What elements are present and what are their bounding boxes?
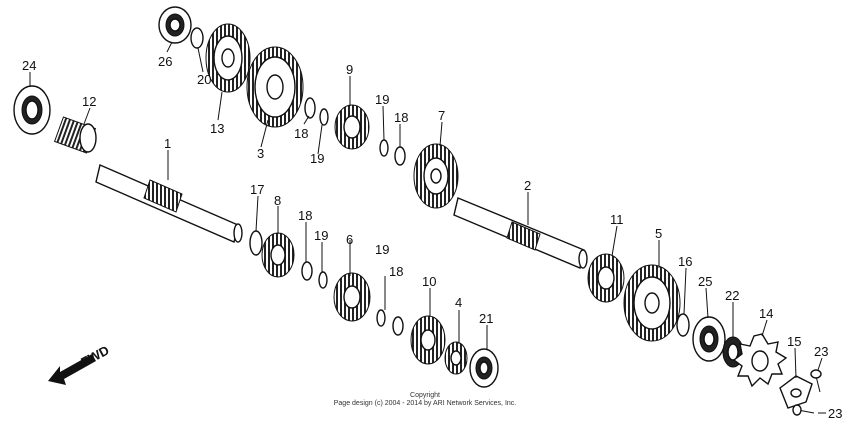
washer-part-17 xyxy=(249,230,263,256)
gear-part-8 xyxy=(261,232,295,278)
callout-19-a: 19 xyxy=(310,151,324,166)
gear-part-6 xyxy=(333,272,371,322)
copyright-line-2: Page design (c) 2004 - 2014 by ARI Netwo… xyxy=(333,400,517,407)
callout-13: 13 xyxy=(210,121,224,136)
gear-part-11 xyxy=(587,253,625,303)
bearing-part-21 xyxy=(469,348,499,388)
callout-15: 15 xyxy=(787,334,801,349)
callout-19-d: 19 xyxy=(375,92,389,107)
washer-part-18-right xyxy=(394,146,406,166)
gear-part-10 xyxy=(410,315,446,365)
callout-labels: 1 2 3 4 5 6 7 8 9 10 11 12 13 14 15 16 1… xyxy=(22,54,842,421)
callout-3: 3 xyxy=(257,146,264,161)
callout-19-b: 19 xyxy=(314,228,328,243)
gear-part-5 xyxy=(623,264,681,342)
callout-18-c: 18 xyxy=(389,264,403,279)
callout-26: 26 xyxy=(158,54,172,69)
callout-10: 10 xyxy=(422,274,436,289)
bearing-part-25 xyxy=(692,316,726,362)
callout-21: 21 xyxy=(479,311,493,326)
callout-6: 6 xyxy=(346,232,353,247)
washer-part-18-low xyxy=(392,316,404,336)
gear-part-3 xyxy=(246,46,304,128)
callout-1: 1 xyxy=(164,136,171,151)
fwd-label: FWD xyxy=(78,343,111,370)
washer-part-18-mid xyxy=(301,261,313,281)
callout-11: 11 xyxy=(610,212,624,227)
bearing-part-24 xyxy=(13,85,51,135)
clip-part-19-low xyxy=(376,309,386,327)
plate-part-15 xyxy=(779,375,813,409)
washer-part-16 xyxy=(676,313,690,337)
clip-part-19-right xyxy=(379,139,389,157)
copyright-line-1: Copyright xyxy=(410,392,440,399)
gear-part-13 xyxy=(205,23,251,93)
clip-part-19-mid xyxy=(318,271,328,289)
callout-25: 25 xyxy=(698,274,712,289)
callout-18-d: 18 xyxy=(394,110,408,125)
callout-7: 7 xyxy=(438,108,445,123)
callout-18-b: 18 xyxy=(298,208,312,223)
callout-12: 12 xyxy=(82,94,96,109)
bearing-part-26 xyxy=(158,6,192,44)
fwd-arrow-icon xyxy=(48,354,96,385)
callout-5: 5 xyxy=(655,226,662,241)
gear-part-12 xyxy=(53,116,97,154)
callout-18-a: 18 xyxy=(294,126,308,141)
callout-23-a: 23 xyxy=(814,344,828,359)
countershaft-part-2 xyxy=(453,197,588,269)
callout-19-c: 19 xyxy=(375,242,389,257)
callout-24: 24 xyxy=(22,58,36,73)
mainshaft-part-1 xyxy=(95,164,243,243)
callout-2: 2 xyxy=(524,178,531,193)
callout-14: 14 xyxy=(759,306,773,321)
gear-part-4 xyxy=(444,341,468,375)
callout-16: 16 xyxy=(678,254,692,269)
washer-part-18-up xyxy=(304,97,316,119)
callout-8: 8 xyxy=(274,193,281,208)
sprocket-part-14 xyxy=(732,333,788,388)
bolt-part-23-lower xyxy=(792,404,815,416)
callout-4: 4 xyxy=(455,295,462,310)
callout-9: 9 xyxy=(346,62,353,77)
gear-part-7 xyxy=(413,143,459,209)
bolt-part-23-upper xyxy=(810,369,822,393)
callout-17: 17 xyxy=(250,182,264,197)
callout-23-b: 23 xyxy=(828,406,842,421)
callout-22: 22 xyxy=(725,288,739,303)
callout-leaders xyxy=(29,41,826,414)
gear-part-9 xyxy=(334,104,370,150)
washer-part-20 xyxy=(190,27,204,49)
clip-part-19-up xyxy=(319,108,329,126)
callout-20: 20 xyxy=(197,72,211,87)
